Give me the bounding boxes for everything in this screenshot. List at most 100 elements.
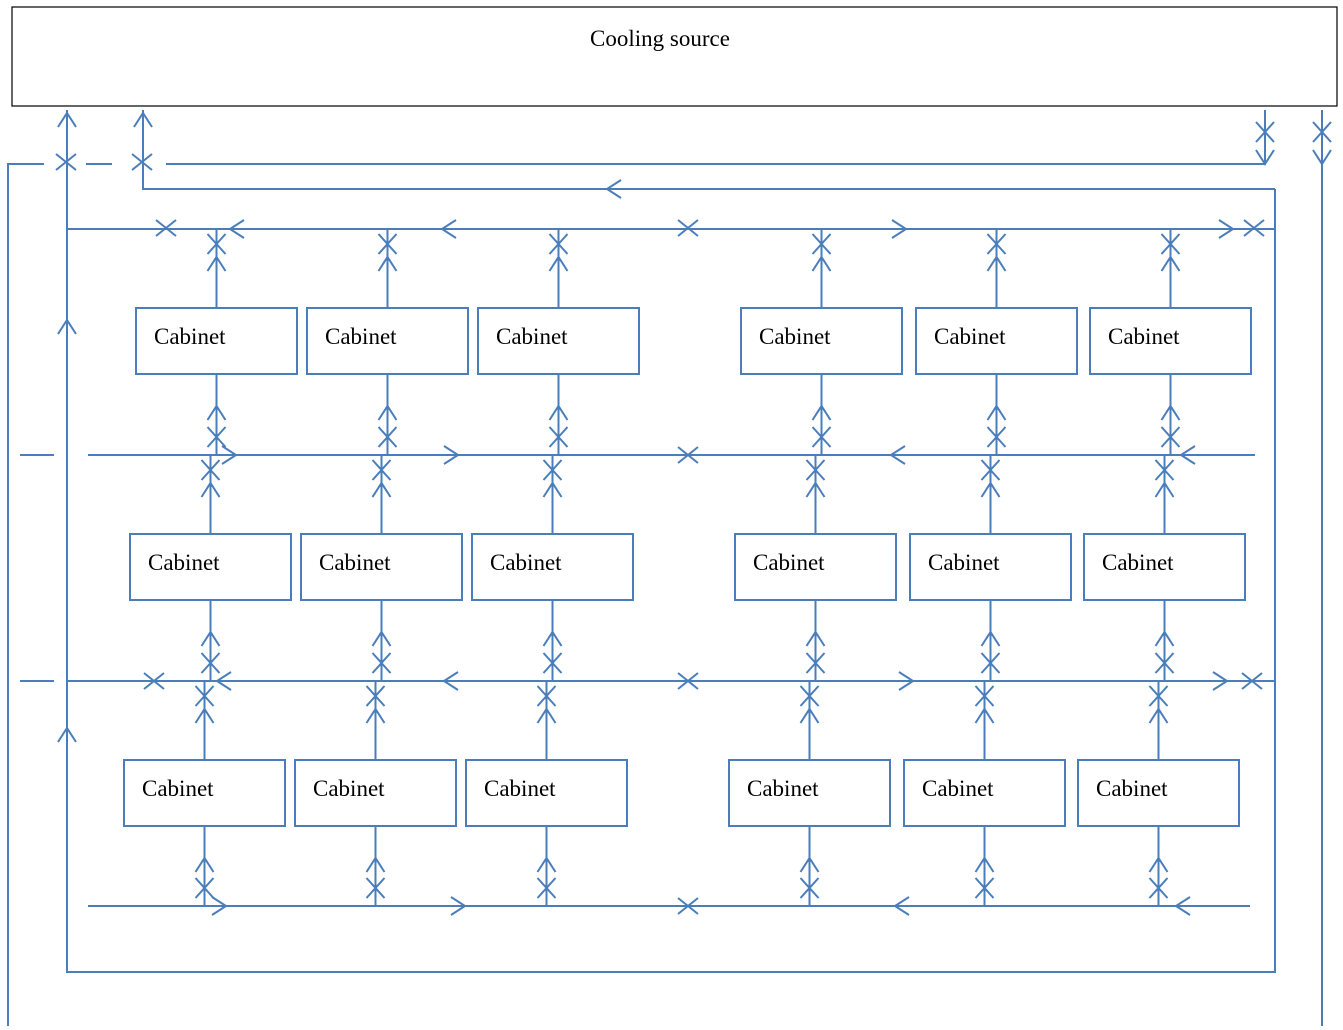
valve-icon [811, 426, 832, 448]
valve-icon [194, 877, 215, 899]
arrow-down-icon [1255, 149, 1275, 166]
cabinet-3-3: Cabinet [465, 759, 628, 827]
cabinet-box [915, 307, 1078, 375]
cabinet-label: Cabinet [934, 324, 1006, 349]
arrow-left-icon [215, 671, 232, 691]
arrow-left-icon [1174, 896, 1191, 916]
valve-icon [799, 877, 820, 899]
cabinet-1-2: Cabinet [306, 307, 469, 375]
arrow-up-icon [200, 481, 221, 498]
arrow-right-icon [891, 219, 908, 239]
valve-icon [1148, 685, 1169, 707]
valve-icon [55, 153, 77, 171]
valve-icon [365, 877, 386, 899]
valve-icon [536, 877, 557, 899]
arrow-up-icon [799, 707, 820, 724]
arrow-left-icon [889, 445, 906, 465]
arrow-up-icon [536, 856, 557, 873]
arrow-up-icon [805, 630, 826, 647]
arrow-right-icon [898, 671, 915, 691]
valve-icon [1255, 121, 1275, 143]
valve-icon [1154, 652, 1175, 674]
valve-icon [677, 219, 699, 237]
valve-icon [1160, 233, 1181, 255]
cabinet-box [903, 759, 1066, 827]
cabinet-box [123, 759, 286, 827]
arrow-up-icon [811, 404, 832, 421]
cabinet-label: Cabinet [142, 776, 214, 801]
top-return-pipe [166, 110, 1266, 165]
arrow-up-icon [542, 630, 563, 647]
arrow-up-icon [548, 255, 569, 272]
cabinet-box [471, 533, 634, 601]
left-return-pipe [7, 163, 44, 1026]
arrow-right-icon [1212, 671, 1229, 691]
valve-icon [542, 459, 563, 481]
cabinet-box [465, 759, 628, 827]
cabinet-box [1083, 533, 1246, 601]
arrow-left-icon [1179, 445, 1196, 465]
arrow-up-icon [133, 111, 153, 128]
cabinet-box [300, 533, 463, 601]
cabinet-1-6: Cabinet [1089, 307, 1252, 375]
arrow-up-icon [980, 630, 1001, 647]
valve-icon [980, 652, 1001, 674]
cabinet-2-2: Cabinet [300, 533, 463, 601]
arrow-up-icon [1160, 255, 1181, 272]
valve-icon [542, 652, 563, 674]
arrow-up-icon [1154, 481, 1175, 498]
cabinet-3-4: Cabinet [728, 759, 891, 827]
cabinet-box [129, 533, 292, 601]
main-loop-pipe [66, 110, 1276, 973]
arrow-up-icon [1154, 630, 1175, 647]
branch-pipes [203, 229, 1172, 906]
valve-icon [677, 672, 699, 690]
arrow-up-icon [974, 856, 995, 873]
arrow-up-icon [57, 318, 77, 335]
cabinet-2-3: Cabinet [471, 533, 634, 601]
arrow-up-icon [536, 707, 557, 724]
arrow-up-icon [194, 856, 215, 873]
valve-icon [206, 233, 227, 255]
valve-icon [548, 233, 569, 255]
valve-icon [677, 446, 699, 464]
valve-icon [1148, 877, 1169, 899]
cabinet-label: Cabinet [319, 550, 391, 575]
cabinet-3-6: Cabinet [1077, 759, 1240, 827]
valve-icon [677, 897, 699, 915]
valve-icon [1312, 121, 1332, 143]
arrow-up-icon [206, 404, 227, 421]
cabinet-box [734, 533, 897, 601]
cabinet-3-2: Cabinet [294, 759, 457, 827]
valve-icon [986, 426, 1007, 448]
valve-icon [371, 459, 392, 481]
cabinet-label: Cabinet [484, 776, 556, 801]
cabinet-box [1089, 307, 1252, 375]
arrow-up-icon [986, 255, 1007, 272]
arrow-left-icon [605, 179, 622, 199]
valve-icon [799, 685, 820, 707]
arrow-right-icon [450, 896, 467, 916]
cabinet-2-5: Cabinet [909, 533, 1072, 601]
header-pipes [20, 228, 1275, 907]
cabinet-2-1: Cabinet [129, 533, 292, 601]
cabinet-label: Cabinet [1096, 776, 1168, 801]
valve-icon [1160, 426, 1181, 448]
valve-icon [811, 233, 832, 255]
cabinet-box [740, 307, 903, 375]
cabinet-box [477, 307, 640, 375]
arrow-up-icon [811, 255, 832, 272]
valve-icon [200, 652, 221, 674]
valve-icon [155, 219, 177, 237]
cabinet-1-3: Cabinet [477, 307, 640, 375]
cabinet-label: Cabinet [313, 776, 385, 801]
cabinet-1-1: Cabinet [135, 307, 298, 375]
cabinet-label: Cabinet [496, 324, 568, 349]
valve-icon [200, 459, 221, 481]
cabinet-label: Cabinet [1102, 550, 1174, 575]
cabinet-label: Cabinet [325, 324, 397, 349]
valve-icon [206, 426, 227, 448]
arrow-left-icon [228, 219, 245, 239]
valve-icon [805, 652, 826, 674]
arrow-up-icon [548, 404, 569, 421]
